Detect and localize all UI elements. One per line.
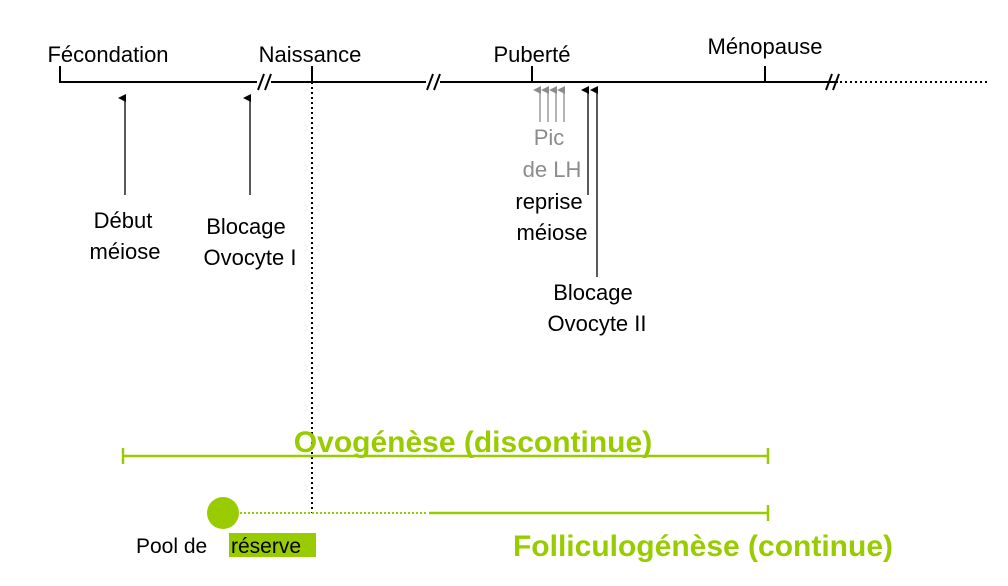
- reserve-pool-dot: [207, 497, 239, 529]
- label-debut: Début: [94, 208, 153, 233]
- event-menopause: Ménopause: [708, 34, 823, 59]
- pool-label: Pool de réserve: [136, 535, 301, 558]
- ovogenese-bar: [121, 448, 770, 464]
- lh-peak-arrows: [533, 86, 565, 122]
- label-ovocyte-2: Ovocyte II: [547, 311, 646, 336]
- folliculogenese-title: Folliculogénèse (continue): [513, 530, 893, 563]
- pool-prefix: Pool de: [136, 535, 213, 558]
- label-reprise-meiose: méiose: [517, 220, 588, 245]
- pool-highlight: réserve: [231, 535, 301, 558]
- ovogenese-title: Ovogénèse (discontinue): [294, 426, 652, 459]
- folliculogenese-bar: [429, 505, 770, 521]
- label-blocage-2: Blocage: [553, 280, 633, 305]
- axis-break-marks: [257, 73, 840, 91]
- label-pic: Pic: [534, 125, 565, 150]
- label-blocage: Blocage: [206, 214, 286, 239]
- label-ovocyte-1: Ovocyte I: [204, 245, 297, 270]
- timeline-axis: [59, 66, 990, 91]
- reserve-highlight: [229, 533, 316, 557]
- label-de-lh: de LH: [523, 157, 582, 182]
- label-reprise: reprise: [515, 189, 582, 214]
- event-naissance: Naissance: [259, 42, 362, 67]
- event-fecondation: Fécondation: [47, 42, 168, 67]
- label-meiose: méiose: [90, 239, 161, 264]
- event-puberte: Puberté: [493, 42, 570, 67]
